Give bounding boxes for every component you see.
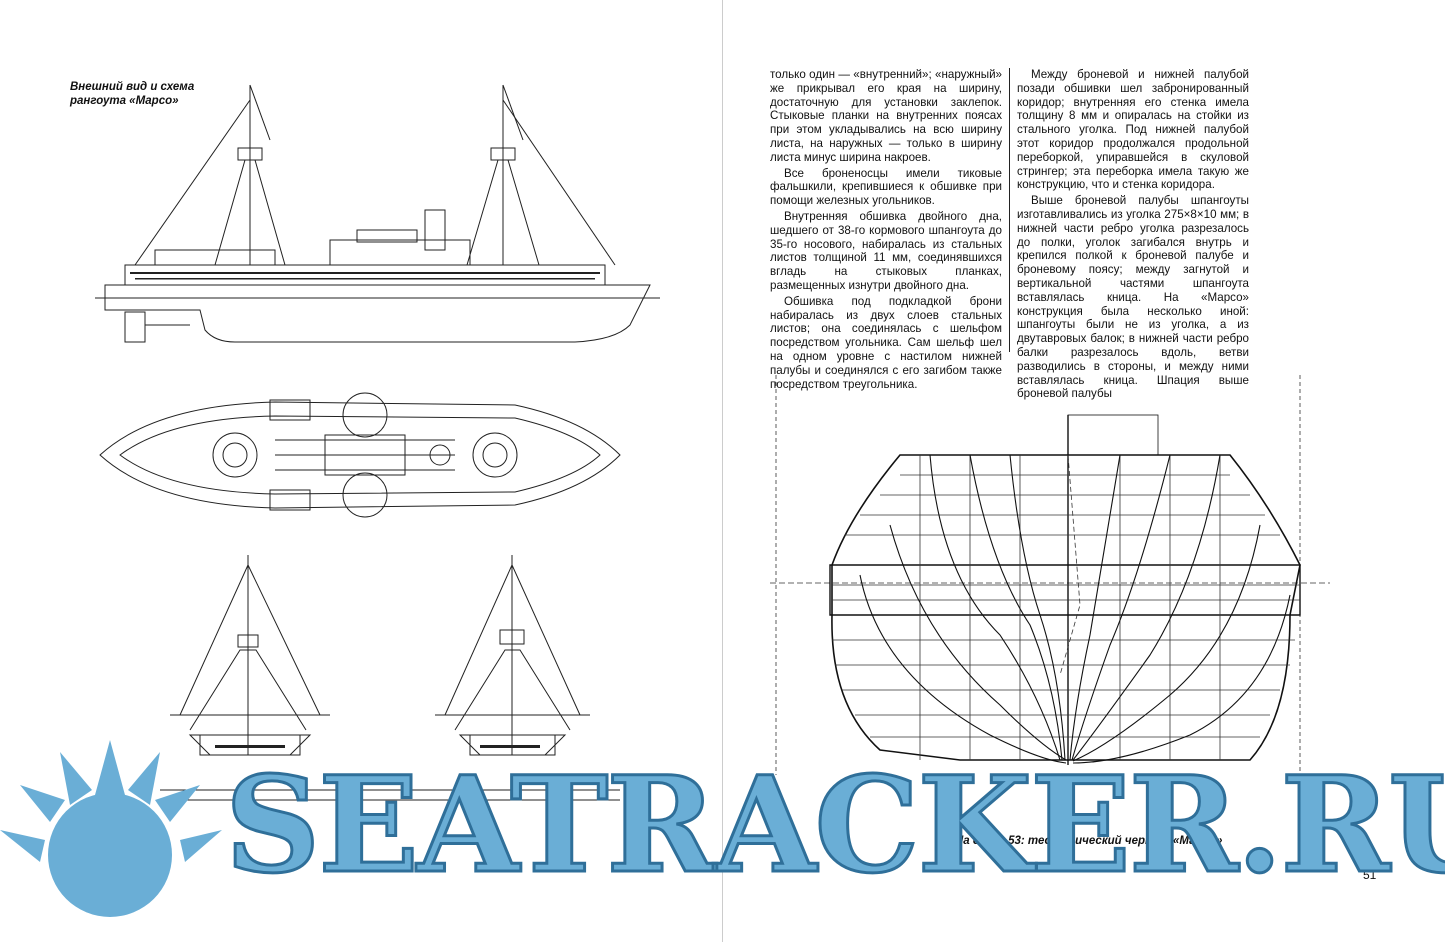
paragraph: Все броненосцы имели тиковые фальшкили, … [770, 166, 1002, 208]
paragraph: Выше броневой палубы шпангоуты изготавли… [1017, 194, 1249, 401]
column-divider [1009, 68, 1010, 352]
text-column-1: только один — «внутренний»; «наружный» ж… [770, 68, 1002, 393]
ship-plan-view-drawing [99, 392, 621, 518]
paragraph: Между броневой и нижней палубой позади о… [1017, 68, 1249, 192]
page-gutter [722, 0, 723, 942]
ship-section-views-drawing [160, 555, 620, 801]
ship-side-profile-drawing [95, 84, 660, 343]
figure-caption-right: На с. 51– 53: теоретический чертеж «Марс… [955, 835, 1223, 847]
watermark-text: SEATRACKER.RU [223, 748, 1445, 903]
paragraph: Внутренняя обшивка двойного дна, шедшего… [770, 209, 1002, 292]
text-column-2: Между броневой и нижней палубой позади о… [1017, 68, 1249, 403]
page-number-right: 51 [1363, 868, 1377, 882]
body-plan-drawing [770, 375, 1330, 775]
paragraph: Обшивка под подкладкой брони набиралась … [770, 294, 1002, 391]
paragraph: только один — «внутренний»; «наружный» ж… [770, 68, 1002, 164]
page-number-left: 50 [66, 868, 80, 882]
figure-caption-left: Внешний вид и схема рангоута «Марсо» [70, 81, 195, 107]
